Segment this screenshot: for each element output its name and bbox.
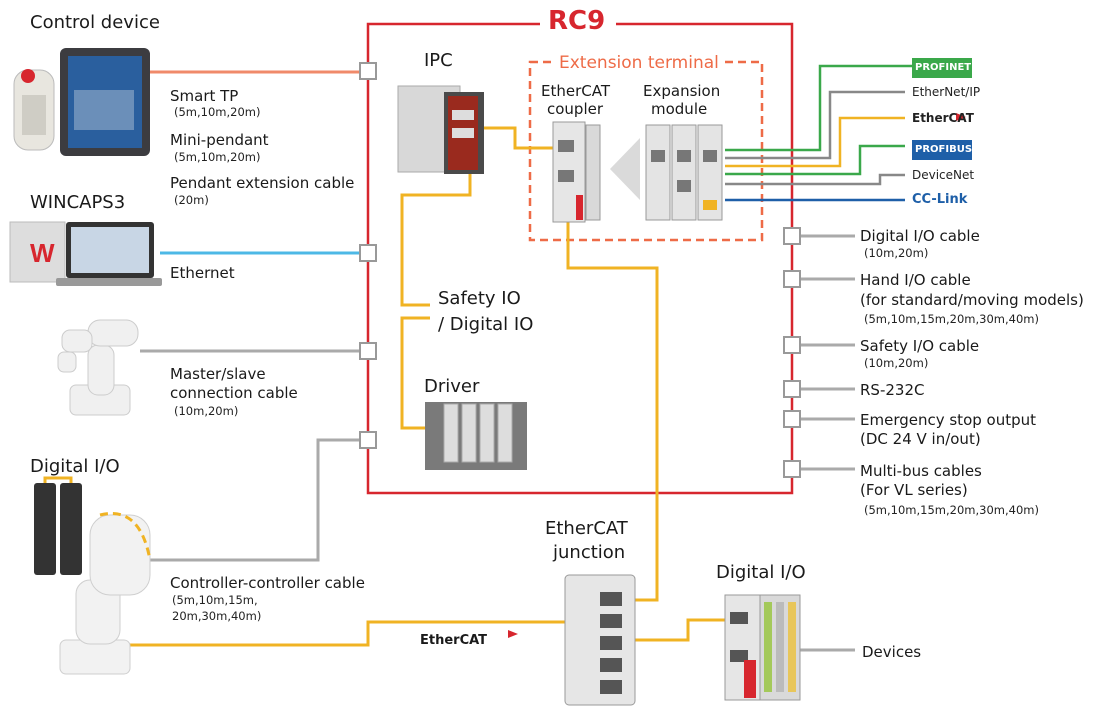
control-device-illustration — [13, 48, 150, 156]
ctrl-ctrl-length-1: (5m,10m,15m, — [172, 593, 258, 607]
extension-terminal-box — [528, 60, 764, 242]
digital-io-left-illustration — [34, 476, 82, 575]
digital-io-right-illustration — [724, 594, 801, 701]
extension-arrow — [610, 138, 640, 200]
safety-io-label-1: Safety IO — [438, 288, 521, 309]
devicenet-line — [725, 173, 905, 186]
rc9-frame — [366, 22, 794, 495]
master-slave-length: (10m,20m) — [174, 404, 239, 418]
estop-label-2: (DC 24 V in/out) — [860, 430, 981, 448]
master-slave-label-1: Master/slave — [170, 365, 266, 383]
multibus-label-2: (For VL series) — [860, 481, 968, 499]
ctrl-ctrl-line — [100, 438, 368, 562]
ethernet-label: Ethernet — [170, 264, 235, 282]
cobot-illustration — [57, 319, 139, 416]
pendant-ext-label: Pendant extension cable — [170, 174, 355, 192]
port-right-6 — [783, 460, 801, 478]
digital-io-left-label: Digital I/O — [30, 456, 120, 477]
port-left-4 — [359, 431, 377, 449]
port-right-4 — [783, 380, 801, 398]
port-left-2 — [359, 244, 377, 262]
industrial-robot-illustration — [59, 512, 152, 675]
driver-illustration — [425, 402, 527, 470]
robot-junction-line — [100, 620, 600, 647]
port-right-1 — [783, 227, 801, 245]
junction-digitalio-line — [625, 618, 735, 642]
svg-text:W: W — [30, 238, 55, 268]
safety-io-cable-length: (10m,20m) — [864, 356, 929, 370]
ethercat-logo-arrow-top — [956, 113, 966, 121]
profinet-line — [725, 64, 912, 152]
multibus-length: (5m,10m,15m,20m,30m,40m) — [864, 503, 1039, 517]
ipc-safety-line — [400, 170, 472, 307]
port-left-1 — [359, 62, 377, 80]
port-left-3 — [359, 342, 377, 360]
extension-terminal-label: Extension terminal — [556, 54, 722, 72]
master-slave-label-2: connection cable — [170, 384, 298, 402]
ipc-illustration — [397, 85, 484, 174]
ethercat-fb-line — [725, 116, 905, 168]
digital-io-cable-length: (10m,20m) — [864, 246, 929, 260]
hand-io-cable-label-2: (for standard/moving models) — [860, 291, 1084, 309]
port-right-3 — [783, 336, 801, 354]
ethercat-coupler-label-2: coupler — [547, 100, 604, 118]
safety-io-cable-label: Safety I/O cable — [860, 337, 980, 355]
coupler-junction-line — [566, 180, 659, 602]
pendant-ext-length: (20m) — [174, 193, 209, 207]
digital-io-cable-label: Digital I/O cable — [860, 227, 980, 245]
ipc-label: IPC — [424, 50, 453, 71]
expansion-module-label-1: Expansion — [643, 82, 721, 100]
profibus-line — [725, 144, 905, 176]
digital-io-right-label: Digital I/O — [716, 562, 806, 583]
ethercat-logo-arrow-bottom — [508, 630, 518, 638]
profinet-label: PROFINET — [915, 62, 972, 73]
ethernetip-label: EtherNet/IP — [912, 85, 981, 99]
expansion-module-illustration — [645, 124, 723, 221]
ethernetip-line — [725, 90, 905, 160]
mini-pendant-length: (5m,10m,20m) — [174, 150, 261, 164]
ctrl-ctrl-label: Controller-controller cable — [170, 574, 365, 592]
cclink-label: CC-Link — [912, 192, 968, 207]
devices-label: Devices — [862, 643, 922, 661]
ethercat-coupler-label-1: EtherCAT — [541, 82, 610, 100]
port-right-2 — [783, 270, 801, 288]
smart-tp-length: (5m,10m,20m) — [174, 105, 261, 119]
hand-io-cable-length: (5m,10m,15m,20m,30m,40m) — [864, 312, 1039, 326]
devicenet-label: DeviceNet — [912, 168, 975, 182]
safety-driver-line — [400, 316, 430, 430]
ipc-coupler-line — [478, 126, 560, 150]
multibus-label-1: Multi-bus cables — [860, 462, 982, 480]
estop-label-1: Emergency stop output — [860, 411, 1037, 429]
profinet-logo — [912, 58, 972, 78]
wincaps-label: WINCAPS3 — [30, 192, 126, 213]
rs232c-label: RS-232C — [860, 381, 925, 399]
hand-io-cable-label-1: Hand I/O cable — [860, 271, 971, 289]
profibus-label: PROFIBUS — [915, 144, 973, 155]
driver-label: Driver — [424, 376, 480, 397]
expansion-module-label-2: module — [651, 100, 708, 118]
ethercat-logo-bottom: EtherCAT — [420, 633, 488, 648]
ethercat-fieldbus-label: EtherCAT — [912, 111, 974, 125]
control-device-label: Control device — [30, 12, 160, 33]
ctrl-ctrl-length-2: 20m,30m,40m) — [172, 609, 262, 623]
mini-pendant-label: Mini-pendant — [170, 131, 269, 149]
smart-tp-label: Smart TP — [170, 87, 239, 105]
port-right-5 — [783, 410, 801, 428]
profibus-logo — [912, 140, 972, 160]
wincaps-illustration: W — [9, 221, 162, 286]
rc9-title: RC9 — [548, 6, 606, 36]
ethercat-junction-label-1: EtherCAT — [545, 518, 628, 539]
ethercat-junction-label-2: junction — [553, 542, 626, 563]
safety-io-label-2: / Digital IO — [438, 314, 534, 335]
ethercat-coupler-illustration — [552, 121, 601, 223]
ethercat-junction-illustration — [564, 574, 636, 706]
